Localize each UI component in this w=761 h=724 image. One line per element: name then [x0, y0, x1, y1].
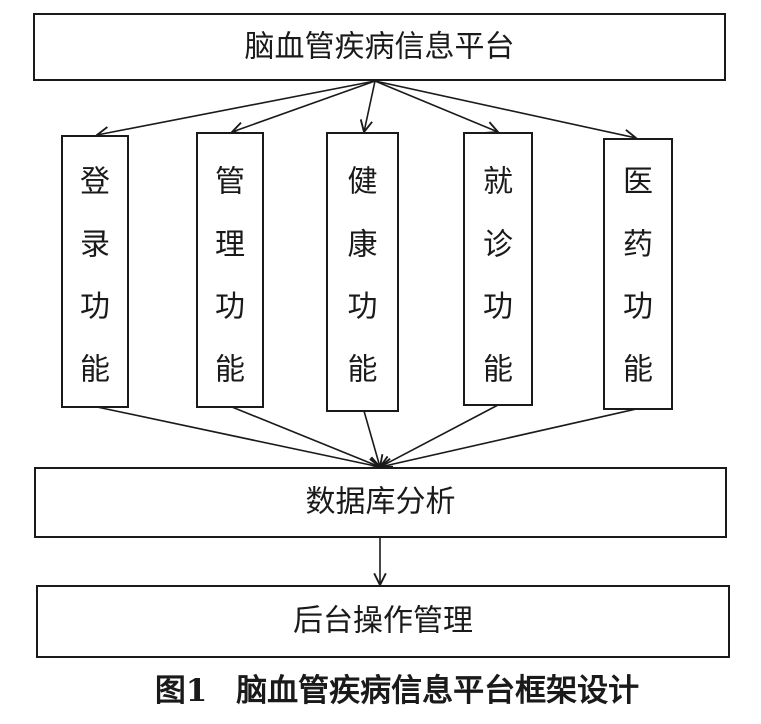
- function-label-health: 健康功能: [348, 165, 378, 388]
- function-label-medicine: 医药功能: [623, 165, 653, 388]
- function-label-management: 管理功能: [215, 165, 245, 388]
- arrow-platform-to-management: [232, 80, 376, 132]
- figure-caption: 图1 脑血管疾病信息平台框架设计: [155, 673, 639, 709]
- arrow-platform-to-medicine: [374, 80, 636, 138]
- database-box: 数据库分析: [34, 467, 727, 538]
- function-box-management: 管理功能: [196, 132, 264, 408]
- arrow-platform-to-health: [364, 80, 376, 132]
- arrow-consultation-to-database: [380, 404, 499, 467]
- backend-box: 后台操作管理: [36, 585, 730, 658]
- figure-title: 脑血管疾病信息平台框架设计: [236, 673, 639, 709]
- figure-number: 图1: [155, 673, 208, 709]
- function-box-health: 健康功能: [326, 132, 399, 412]
- function-box-login: 登录功能: [61, 135, 129, 408]
- arrow-platform-to-consultation: [374, 80, 498, 132]
- arrow-health-to-database: [363, 410, 380, 467]
- platform-box: 脑血管疾病信息平台: [33, 13, 726, 81]
- platform-label: 脑血管疾病信息平台: [245, 30, 515, 65]
- connector-arrows: [96, 80, 637, 585]
- arrow-platform-to-login: [97, 80, 376, 135]
- arrow-management-to-database: [231, 406, 380, 467]
- database-label: 数据库分析: [306, 485, 456, 520]
- function-label-login: 登录功能: [80, 165, 110, 388]
- function-box-consultation: 就诊功能: [463, 132, 533, 406]
- function-label-consultation: 就诊功能: [483, 165, 513, 388]
- arrow-medicine-to-database: [380, 408, 637, 467]
- function-box-medicine: 医药功能: [603, 138, 673, 410]
- arrow-login-to-database: [96, 406, 380, 467]
- backend-label: 后台操作管理: [293, 604, 473, 639]
